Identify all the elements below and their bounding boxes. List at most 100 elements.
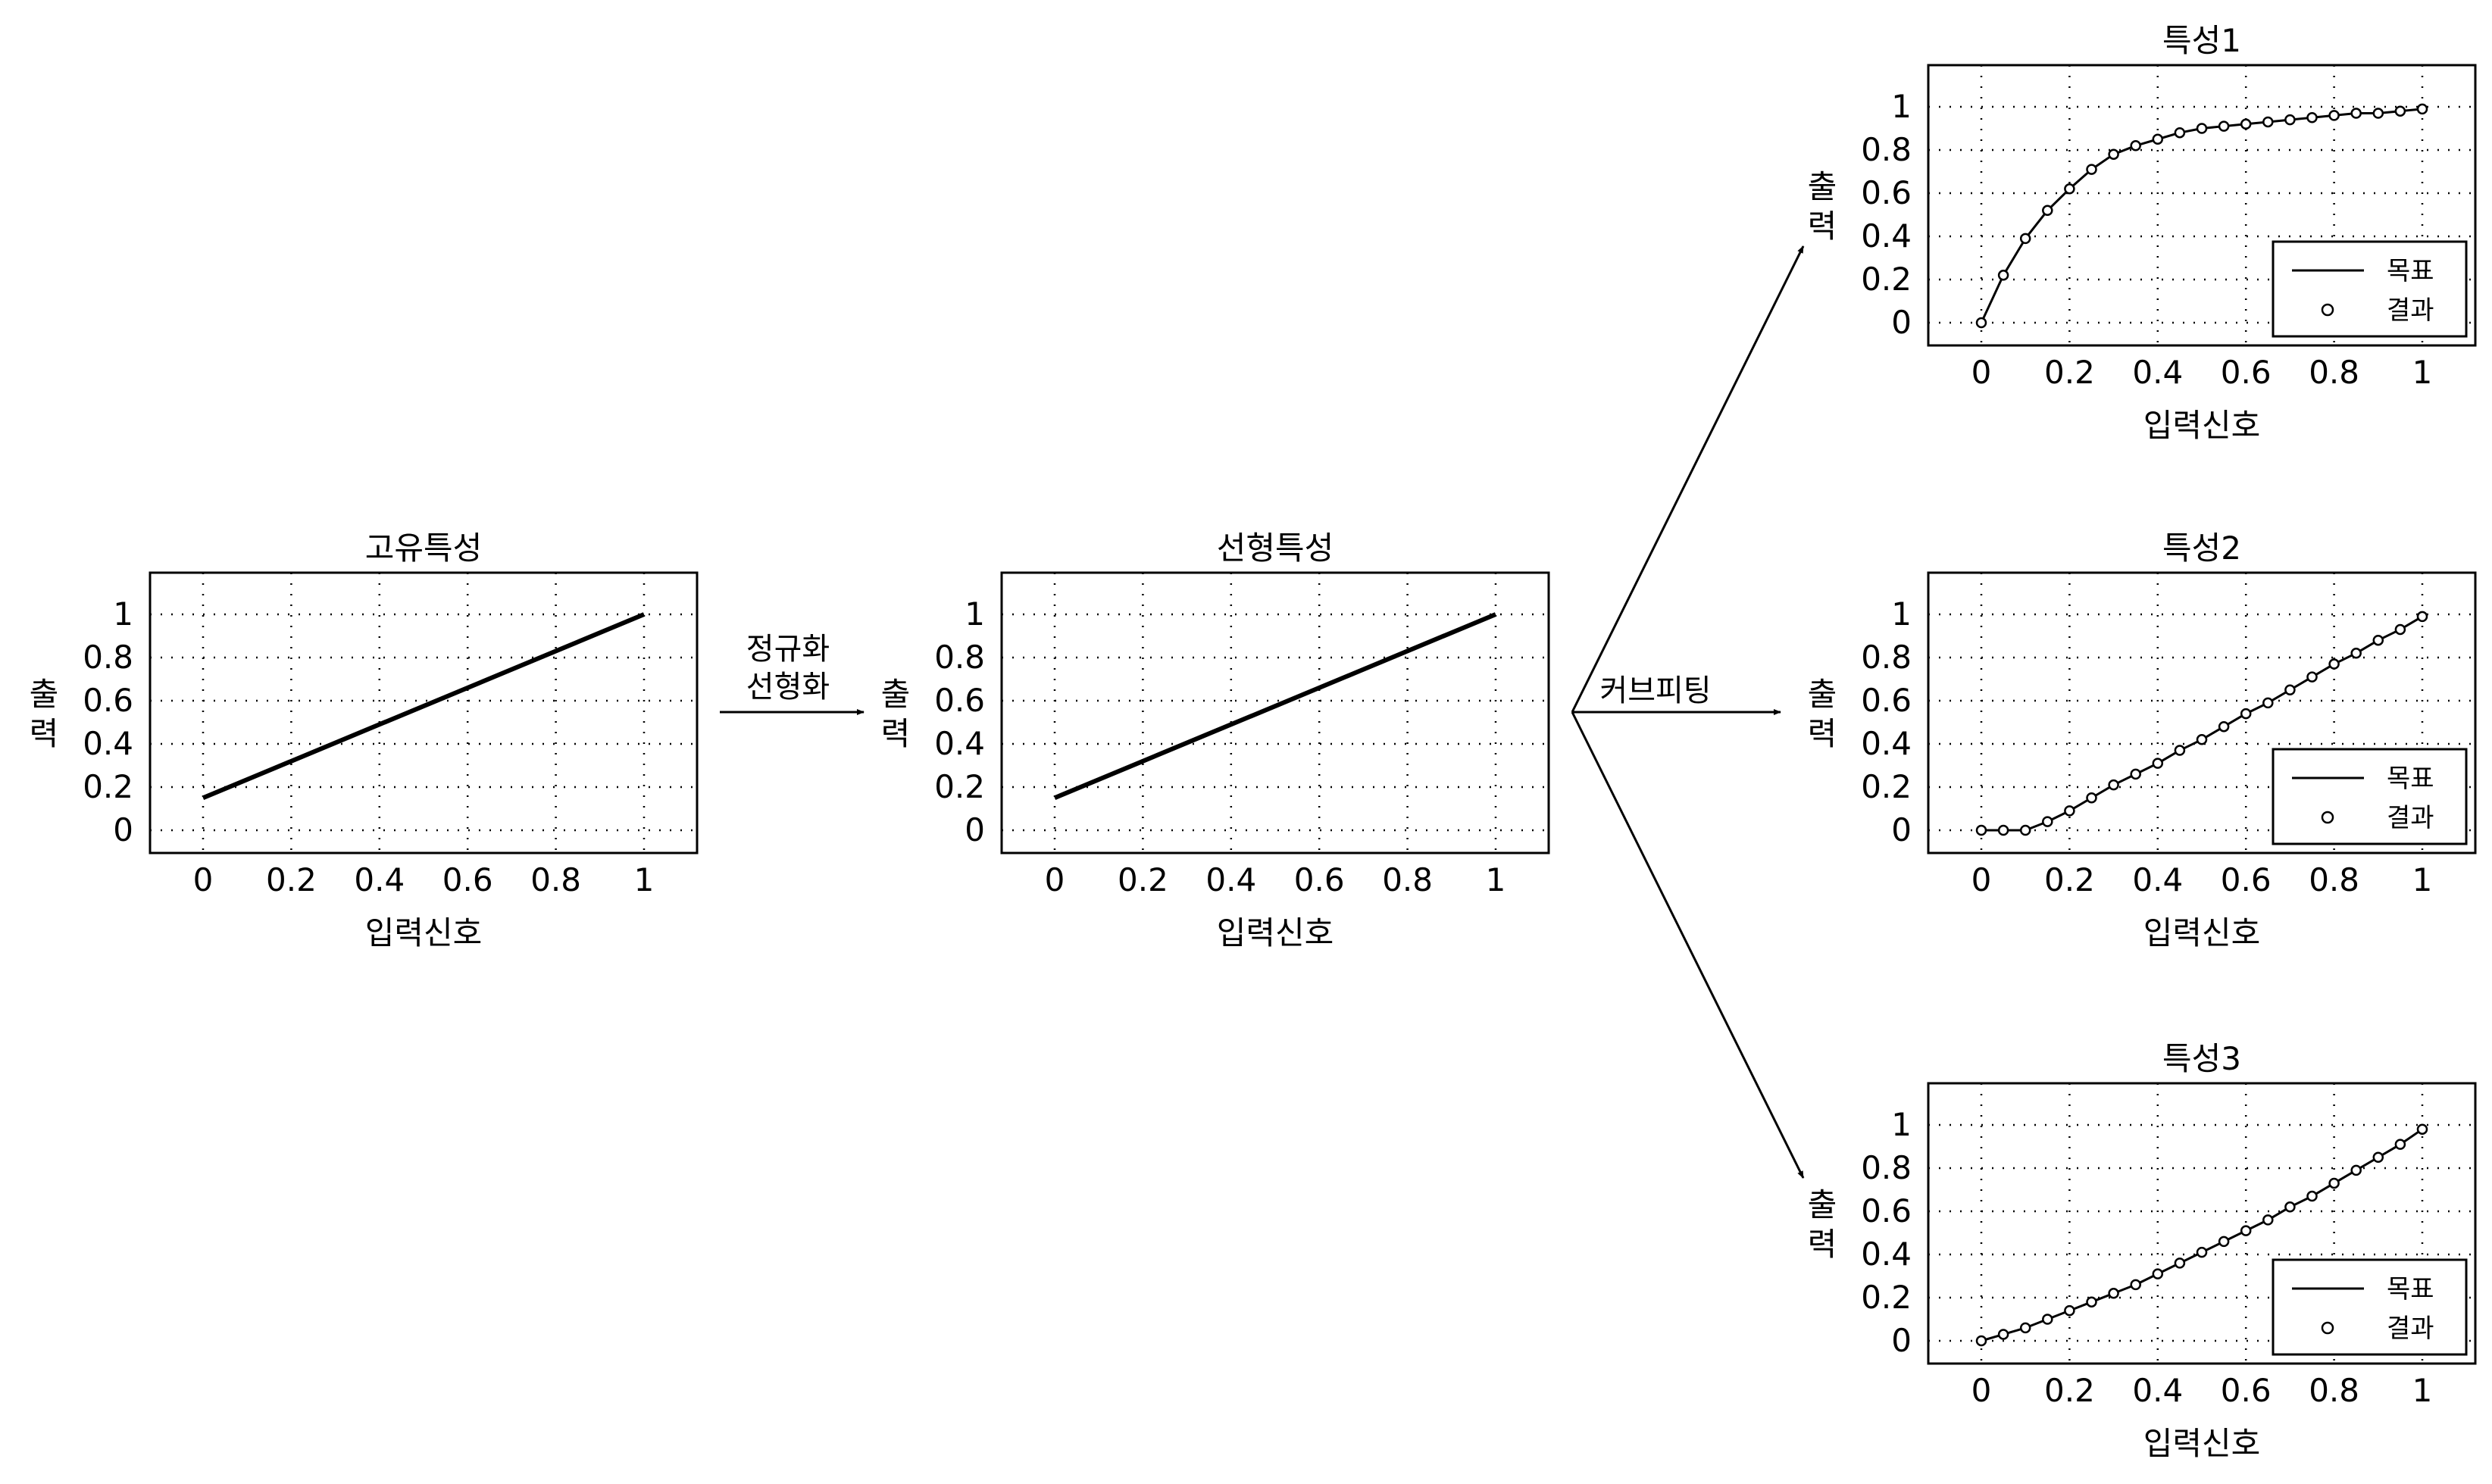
x-tick-label: 1	[2412, 1372, 2433, 1409]
data-point	[1977, 826, 1986, 835]
y-tick-label: 0.6	[83, 682, 133, 719]
data-point	[1999, 1329, 2008, 1339]
y-axis-label: 력	[1808, 208, 1837, 245]
data-point	[1977, 318, 1986, 327]
x-axis-label: 입력신호	[365, 914, 483, 951]
data-point	[2330, 660, 2339, 669]
x-axis-label: 입력신호	[2143, 914, 2261, 951]
data-point	[2263, 1215, 2272, 1224]
y-tick-label: 1	[113, 595, 133, 633]
data-point	[2131, 1280, 2140, 1289]
plot-frame	[150, 573, 697, 853]
legend-marker-swatch	[2322, 305, 2333, 315]
x-tick-label: 0	[1045, 861, 1065, 898]
y-axis-label: 력	[881, 715, 911, 752]
x-tick-label: 0	[1971, 354, 1992, 391]
y-tick-label: 0.8	[934, 639, 985, 676]
data-point	[2087, 165, 2096, 174]
data-point	[2396, 1140, 2405, 1149]
y-tick-label: 1	[1891, 595, 1912, 633]
y-tick-label: 1	[1891, 88, 1912, 125]
chart-title: 선형특성	[1217, 530, 1334, 567]
y-tick-label: 1	[965, 595, 985, 633]
data-point	[2021, 1323, 2030, 1332]
chart-1: 00.20.40.60.8100.20.40.60.81고유특성입력신호출력	[30, 530, 697, 951]
data-point	[2330, 111, 2339, 120]
data-point	[2153, 135, 2162, 144]
x-tick-label: 0.2	[2044, 1372, 2095, 1409]
y-axis-label: 출	[1808, 1186, 1837, 1223]
data-point	[2241, 1226, 2250, 1236]
x-tick-label: 0.4	[2132, 861, 2183, 898]
data-point	[2374, 1153, 2383, 1162]
y-axis-label: 출	[881, 676, 911, 713]
x-tick-label: 1	[2412, 354, 2433, 391]
y-tick-label: 0	[113, 811, 133, 848]
normalize-label-line1: 정규화	[746, 632, 830, 667]
y-tick-label: 0.6	[1861, 174, 1912, 211]
data-point	[2285, 686, 2294, 695]
legend-marker-swatch	[2322, 812, 2333, 823]
legend-box	[2273, 1260, 2466, 1354]
y-tick-label: 0.6	[1861, 682, 1912, 719]
y-tick-label: 0.4	[83, 725, 133, 762]
y-tick-label: 0.6	[1861, 1192, 1912, 1229]
data-point	[2109, 1289, 2118, 1298]
y-tick-label: 0.8	[1861, 639, 1912, 676]
chart-title: 특성2	[2162, 530, 2241, 567]
y-tick-label: 0.2	[934, 768, 985, 805]
legend-entry: 목표	[2387, 764, 2434, 794]
x-tick-label: 0.6	[2221, 861, 2272, 898]
x-tick-label: 0.8	[2309, 861, 2359, 898]
y-tick-label: 0.2	[1861, 1279, 1912, 1316]
plot-frame	[1002, 573, 1549, 853]
x-tick-label: 0.2	[2044, 861, 2095, 898]
data-point	[2175, 746, 2184, 755]
data-point	[2175, 128, 2184, 137]
data-point	[2065, 184, 2074, 193]
x-tick-label: 0.2	[1118, 861, 1168, 898]
x-axis-label: 입력신호	[2143, 407, 2261, 444]
x-tick-label: 0.4	[1205, 861, 1256, 898]
curve-fit-arrow-down	[1572, 712, 1803, 1178]
chart-title: 고유특성	[365, 530, 483, 567]
data-point	[2374, 636, 2383, 645]
data-point	[2263, 117, 2272, 127]
data-point	[2109, 780, 2118, 789]
series-line	[203, 614, 644, 798]
y-tick-label: 0.2	[83, 768, 133, 805]
y-axis-label: 출	[1808, 168, 1837, 205]
x-tick-label: 0.8	[1382, 861, 1433, 898]
x-tick-label: 0.6	[1294, 861, 1345, 898]
data-point	[2241, 709, 2250, 718]
y-axis-label: 력	[30, 715, 59, 752]
x-tick-label: 0	[193, 861, 214, 898]
data-point	[1999, 270, 2008, 280]
curve-fit-label: 커브피팅	[1599, 673, 1711, 708]
data-point	[2396, 625, 2405, 634]
x-tick-label: 0.8	[2309, 1372, 2359, 1409]
y-tick-label: 0	[965, 811, 985, 848]
x-axis-label: 입력신호	[1217, 914, 1334, 951]
data-point	[2352, 1166, 2361, 1175]
chart-4: 00.20.40.60.8100.20.40.60.81특성2입력신호출력목표결…	[1808, 530, 2475, 951]
data-point	[2219, 1237, 2228, 1246]
data-point	[2197, 1248, 2206, 1257]
data-point	[2308, 673, 2317, 682]
x-tick-label: 0.2	[2044, 354, 2095, 391]
data-point	[2352, 109, 2361, 118]
x-tick-label: 0	[1971, 1372, 1992, 1409]
chart-5: 00.20.40.60.8100.20.40.60.81특성3입력신호출력목표결…	[1808, 1040, 2475, 1462]
data-point	[2065, 1306, 2074, 1315]
data-point	[2285, 115, 2294, 124]
y-tick-label: 0.2	[1861, 261, 1912, 298]
legend-entry: 결과	[2387, 295, 2434, 326]
y-tick-label: 0	[1891, 1322, 1912, 1359]
y-axis-label: 출	[30, 676, 59, 713]
data-point	[1999, 826, 2008, 835]
data-point	[2219, 722, 2228, 731]
chart-3: 00.20.40.60.8100.20.40.60.81특성1입력신호출력목표결…	[1808, 22, 2475, 444]
data-point	[2175, 1258, 2184, 1267]
legend-entry: 결과	[2387, 803, 2434, 833]
